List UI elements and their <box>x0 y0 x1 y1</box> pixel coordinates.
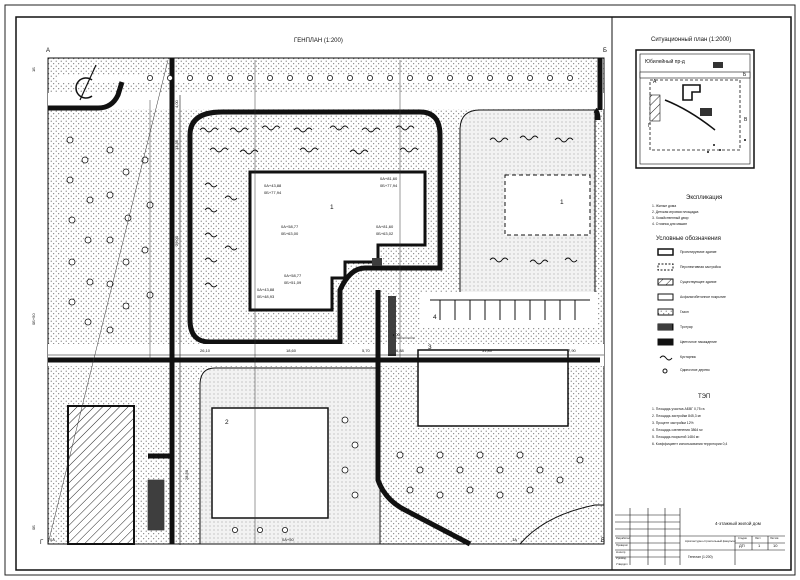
situational-point-a: А <box>653 79 657 85</box>
stamp-sheets: 10 <box>773 543 778 548</box>
explication-title: Экспликация <box>686 195 723 201</box>
legend-item: Проектируемое здание <box>680 250 717 254</box>
legend-item: Кустарник <box>680 355 696 359</box>
mark-2-a: 0А+81,60 <box>380 176 398 181</box>
plan-title: ГЕНПЛАН (1:200) <box>294 38 343 44</box>
dim-29-00: 29,00 <box>174 235 179 246</box>
stamp-stage: ДП <box>739 543 745 548</box>
stamp-org: Архитектурно-строительный факультет <box>685 539 737 543</box>
stamp-col-sheets: Листов <box>770 537 779 540</box>
mark-4-b: 0Б+63,02 <box>376 231 394 236</box>
legend-item: Газон <box>680 310 689 314</box>
explication-item: 3. Хозяйственный двор <box>652 216 689 220</box>
situational-point-b: Б <box>743 72 747 78</box>
stamp-sheet-name: Генплан (1:200) <box>688 555 713 559</box>
mark-5-a: 0А+58,77 <box>284 273 302 278</box>
building-number: 1 <box>330 204 334 211</box>
axis-corner-v: В <box>601 538 606 544</box>
mark-6-a: 0А+43,88 <box>257 287 275 292</box>
dim-31-80: 31,80 <box>482 348 493 353</box>
legend-item: Перспективная застройка <box>680 265 721 269</box>
legend-item: Тротуар <box>680 325 693 329</box>
axis-corner-b: Б <box>603 48 607 54</box>
tep-item: 6. Коэффициент использования территории … <box>652 442 728 446</box>
stamp-role: Утвердил <box>616 563 628 566</box>
stamp-project: 4-этажный жилой дом <box>715 521 761 526</box>
dim-13-35: 13,35 <box>174 139 179 150</box>
mark-4-a: 0А+81,60 <box>376 224 394 229</box>
tep-item: 2. Площадь застройки 845,3 м² <box>652 414 702 418</box>
axis-0b: 0Б <box>31 525 36 530</box>
legend-item: Асфальтобетонное покрытие <box>680 295 726 299</box>
mark-3-b: 0Б+63,00 <box>281 231 299 236</box>
dim-6-88: 6,88 <box>396 348 404 353</box>
tep-item: 5. Площадь покрытий 1484 м² <box>652 435 700 439</box>
dim-1-00: 1,00 <box>392 332 400 337</box>
axis-0a: 0А <box>50 537 55 542</box>
stamp-role: Проверил <box>616 544 628 547</box>
mark-1-b: 0Б+77,94 <box>264 190 282 195</box>
mark-1-a: 0А+43,88 <box>264 183 282 188</box>
situational-title: Ситуационный план (1:2000) <box>651 37 732 43</box>
tep-item: 3. Процент застройки 12% <box>652 421 694 425</box>
mark-6-b: 0Б+48,93 <box>257 294 275 299</box>
stamp-role: Разработал <box>616 537 631 540</box>
stamp-role: Н.контр <box>616 551 626 554</box>
stamp-col-sheet: Лист <box>755 537 761 540</box>
dim-7-90: 7,90 <box>568 348 576 353</box>
explication-item: 2. Детская игровая площадка <box>652 210 699 214</box>
tep-item: 1. Площадь участка АБВГ 0,75 га <box>652 407 705 411</box>
dim-28-50: 28,50 <box>184 469 189 480</box>
mark-2-b: 0Б+77,94 <box>380 183 398 188</box>
situational-street: Юбилейный пр-д <box>645 59 685 65</box>
axis-0b50: 0Б+50 <box>31 313 36 325</box>
legend-item: Существующее здание <box>680 280 717 284</box>
mark-5-b: 0Б+51,09 <box>284 280 302 285</box>
legend-item: Одиночное дерево <box>680 368 710 372</box>
legend-item: Цветочное насаждение <box>680 340 717 344</box>
situational-point-v: В <box>744 117 748 123</box>
zone-1: 1 <box>560 199 564 206</box>
dim-5-70: 5,70 <box>362 348 370 353</box>
axis-0a50: 0А+50 <box>282 537 294 542</box>
dim-26-10: 26,10 <box>200 348 211 353</box>
zone-4: 4 <box>433 314 437 321</box>
explication-item: 1. Жилые дома <box>652 204 677 208</box>
axis-corner-a: А <box>46 48 51 54</box>
legend-title: Условные обозначения <box>656 236 721 242</box>
dim-18-60: 18,60 <box>286 348 297 353</box>
zone-2: 2 <box>225 419 229 426</box>
stamp-sheet: 1 <box>758 543 761 548</box>
mark-3-a: 0А+58,77 <box>281 224 299 229</box>
axis-corner-g: Г <box>40 540 44 546</box>
tep-item: 4. Площадь озеленения 3864 м² <box>652 428 703 432</box>
stamp-col-stage: Стадия <box>738 537 747 540</box>
tep-title: ТЭП <box>698 394 711 400</box>
axis-1b: 1Б <box>31 67 36 72</box>
axis-1a: 1А <box>512 537 517 542</box>
explication-item: 4. Стоянка для машин <box>652 222 688 226</box>
situational-point-g: Г <box>648 123 651 129</box>
zone-3: 3 <box>428 344 432 351</box>
stamp-role: Руковод. <box>616 557 627 560</box>
dim-4-00: 4,00 <box>174 100 179 108</box>
